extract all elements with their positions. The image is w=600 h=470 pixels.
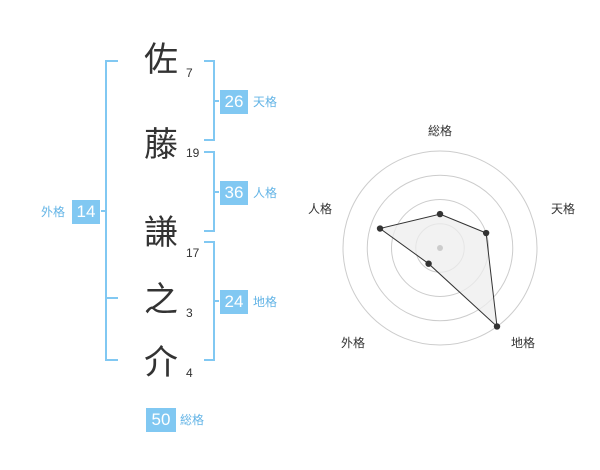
name-char-4: 之 <box>144 280 178 320</box>
radar-data-polygon <box>378 213 498 328</box>
radar-ring-4 <box>342 150 538 346</box>
radar-point-0 <box>436 210 444 218</box>
soukaku-value: 50 <box>146 408 176 432</box>
name-char-1: 佐 <box>144 40 178 80</box>
stroke-count-2: 19 <box>186 146 200 160</box>
radar-axis-label-tenkaku: 天格 <box>551 202 576 216</box>
radar-point-3 <box>425 260 432 267</box>
stroke-count-5: 4 <box>186 366 193 380</box>
name-char-3: 謙 <box>144 213 178 253</box>
radar-axis-label-soukaku: 総格 <box>428 124 453 138</box>
radar-axis-label-gaikaku: 外格 <box>341 336 366 350</box>
chikaku-value: 24 <box>220 290 248 314</box>
name-char-5: 介 <box>144 343 178 383</box>
tenkaku-label: 天格 <box>253 95 278 109</box>
stroke-count-4: 3 <box>186 306 193 320</box>
chikaku-label: 地格 <box>253 295 278 309</box>
radar-ring-2 <box>391 199 489 297</box>
stroke-count-3: 17 <box>186 246 200 260</box>
tenkaku-value: 26 <box>220 90 248 114</box>
radar-center-dot <box>437 245 443 251</box>
stroke-count-1: 7 <box>186 66 193 80</box>
name-char-2: 藤 <box>144 125 178 165</box>
radar-axis-label-chikaku: 地格 <box>511 336 536 350</box>
gaikaku-label: 外格 <box>41 205 66 219</box>
radar-ring-3 <box>366 174 514 322</box>
radar-point-2 <box>493 323 501 330</box>
jinkaku-label: 人格 <box>253 186 278 200</box>
radar-axis-label-jinkaku: 人格 <box>308 202 333 216</box>
radar-point-4 <box>376 225 384 232</box>
jinkaku-value: 36 <box>220 181 248 205</box>
radar-point-1 <box>482 229 490 237</box>
radar-data-points <box>376 210 501 330</box>
gaikaku-value: 14 <box>72 200 100 224</box>
soukaku-label: 総格 <box>180 413 205 427</box>
